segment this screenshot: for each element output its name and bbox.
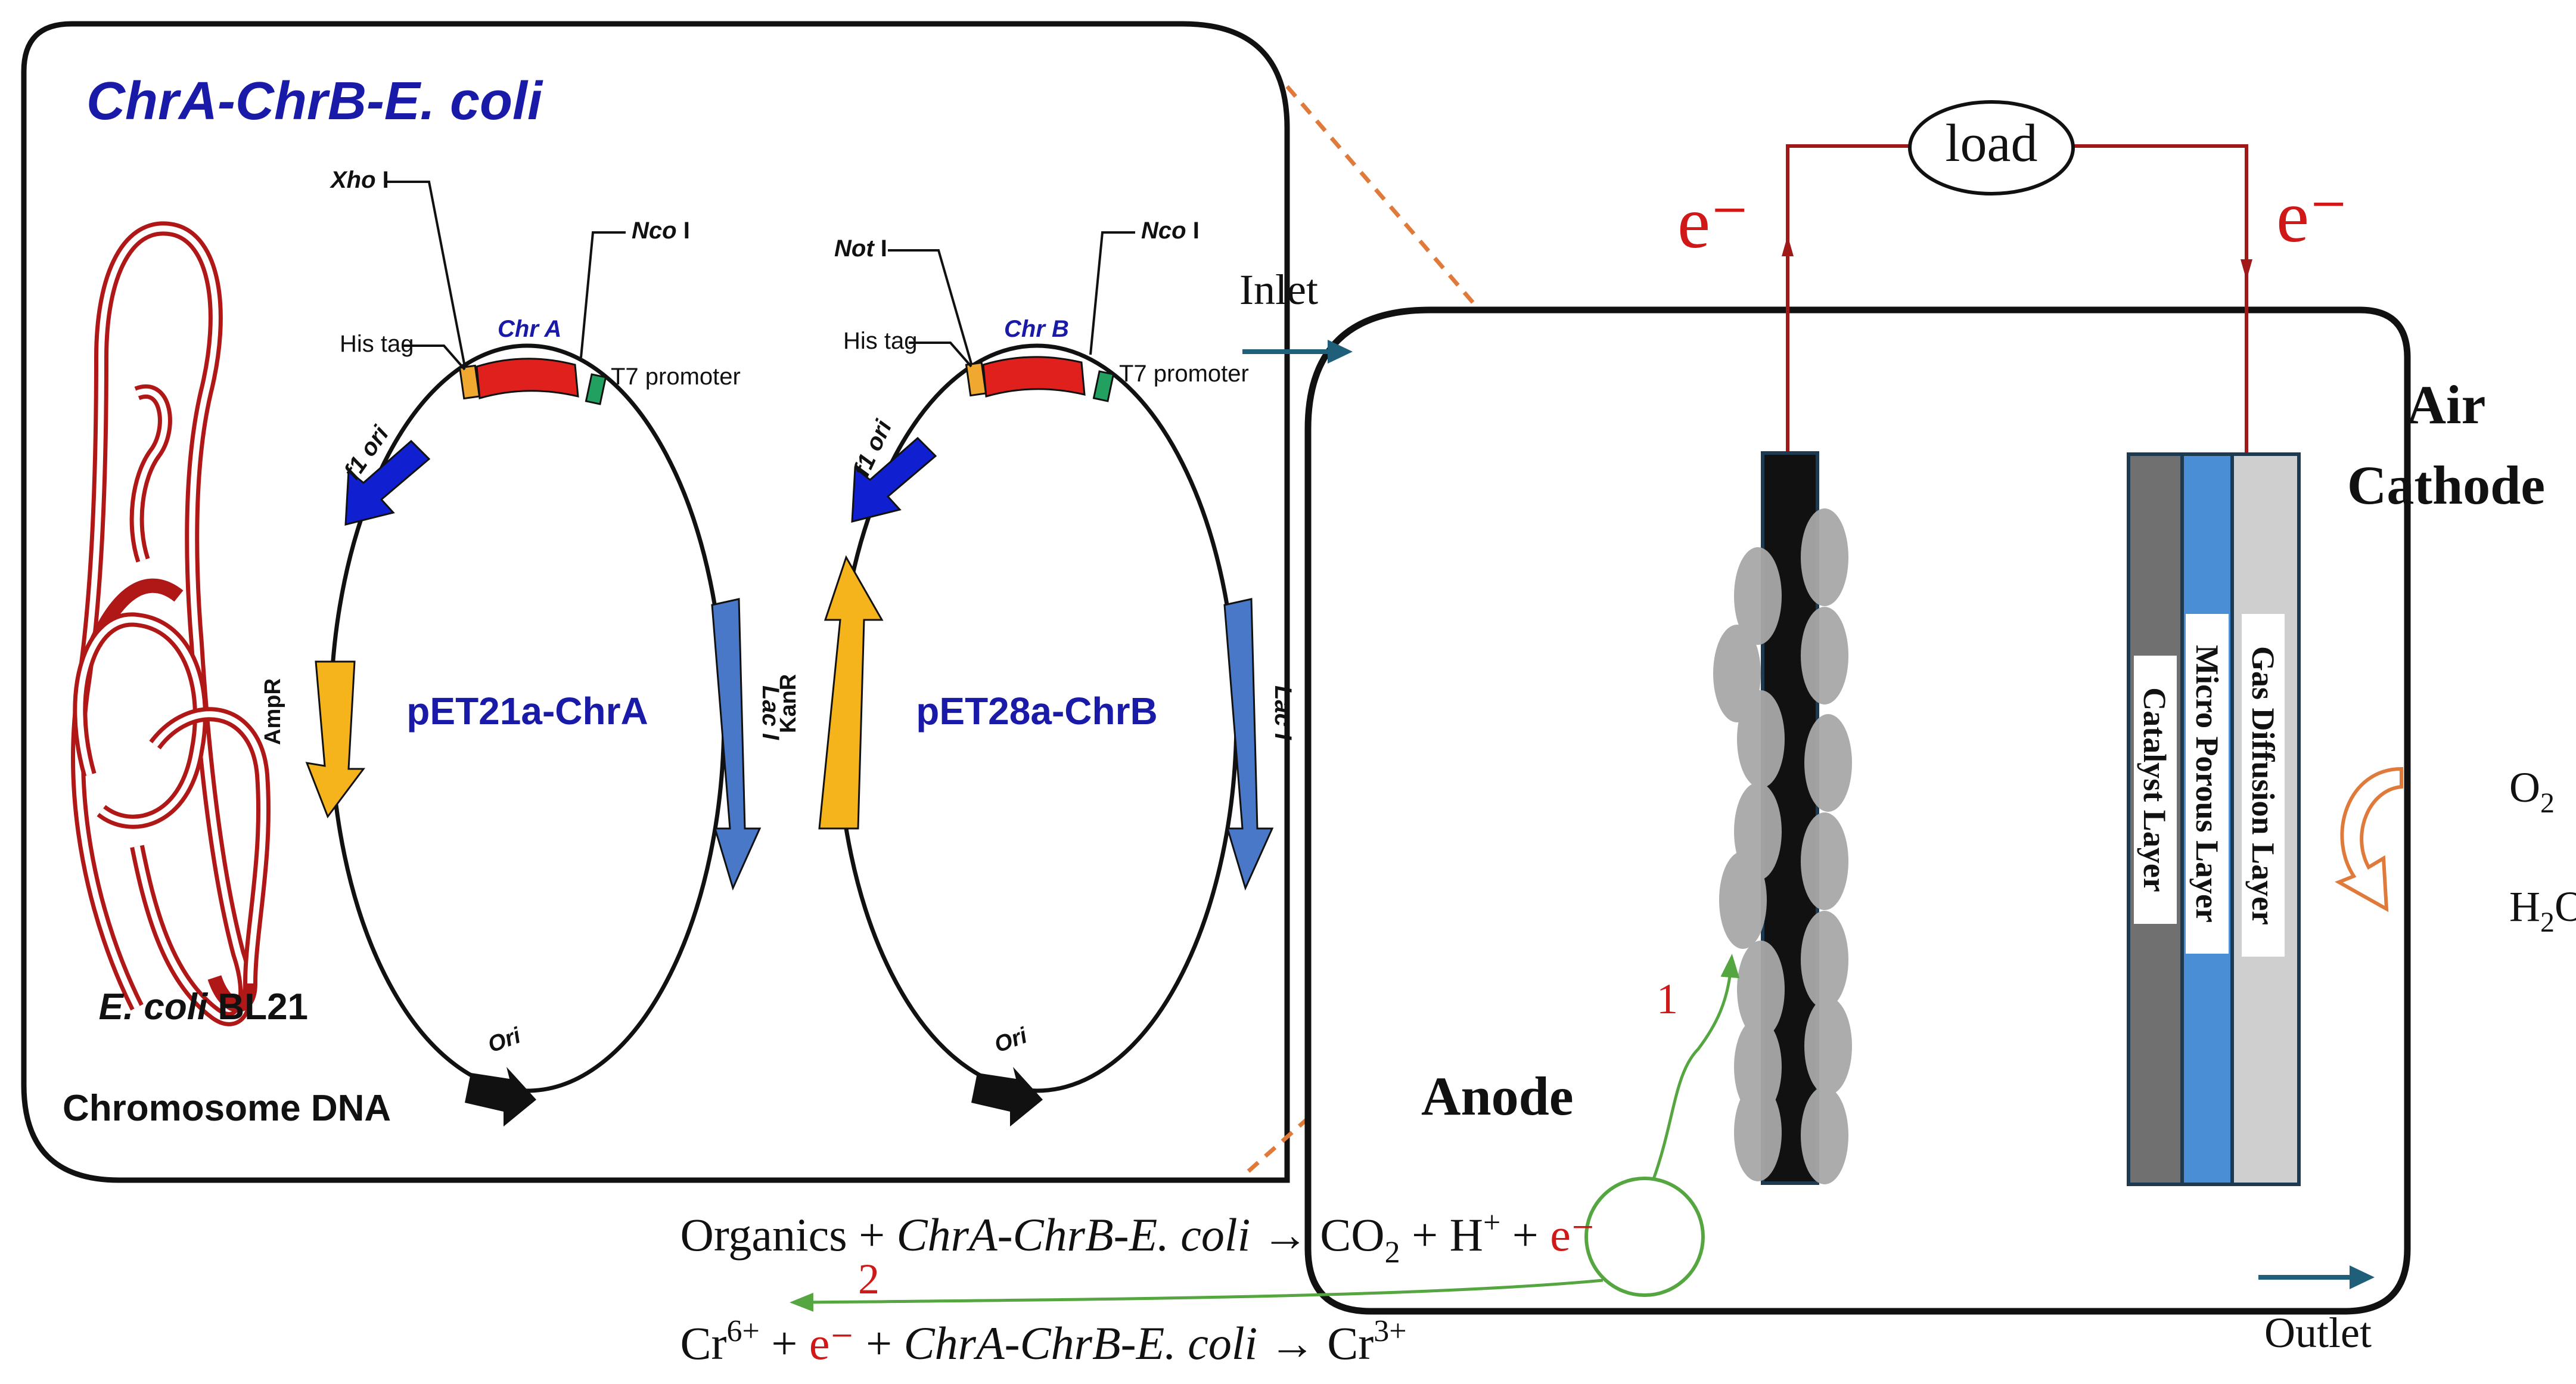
svg-text:Nco I: Nco I — [1141, 218, 1200, 244]
svg-text:Not I: Not I — [834, 235, 887, 262]
plasmid-a-laci-arrow — [711, 598, 762, 891]
svg-text:E. coli BL21: E. coli BL21 — [27, 986, 359, 1028]
plasmid-a-f1-ori-arrow — [344, 439, 431, 526]
plasmid-a-resistance-label: AmpR — [260, 678, 285, 745]
plasmid-a-ampr-arrow — [305, 660, 365, 819]
air-cathode-label-line2: Cathode — [2347, 455, 2545, 516]
plasmid-a-promoter-label: T7 promoter — [611, 364, 741, 390]
oxygen-reduction: O2 H2O — [2335, 764, 2576, 938]
plasmid-a-his-label: His tag — [340, 331, 414, 357]
load-label: load — [1946, 114, 2038, 173]
plasmid-b-ori-arrow — [971, 1067, 1043, 1127]
plasmid-b-site-right: Nco — [1141, 218, 1186, 244]
electron-right-label: e⁻ — [2276, 176, 2348, 257]
plasmid-b-his-pointer — [909, 342, 972, 368]
pathway-2-arrow — [790, 1279, 1604, 1312]
micro-porous-layer-label: Micro Porous Layer — [2189, 645, 2225, 923]
equation-1-electron: e⁻ — [1550, 1209, 1595, 1261]
pathway-1-arrow — [1652, 954, 1740, 1180]
plasmid-b-not-pointer — [888, 249, 972, 364]
plasmid-b-laci-arrow — [1223, 598, 1274, 891]
plasmid-b-lac-label: Lac I — [1270, 685, 1296, 740]
plasmid-a-t7-promoter — [585, 373, 607, 405]
air-cathode-label-line1: Air — [2407, 374, 2486, 435]
plasmid-b-gene-label: Chr B — [1004, 316, 1069, 342]
svg-text:O2: O2 — [2434, 764, 2576, 822]
plasmid-a-lac-label: Lac I — [757, 685, 784, 740]
catalyst-layer-label: Catalyst Layer — [2137, 687, 2173, 892]
catalyst-label-bg — [2134, 656, 2177, 924]
plasmid-a-site-left: Xho — [330, 167, 376, 193]
plasmid-b-his-label: His tag — [843, 328, 918, 354]
chromosome-dna-loops — [71, 221, 271, 1026]
gas-diffusion-layer-label: Gas Diffusion Layer — [2245, 646, 2281, 925]
plasmid-a-xho-pointer — [384, 181, 466, 367]
equation-2: Cr6+ + e⁻ + ChrA-ChrB-E. coli → Cr3+ — [599, 1299, 1465, 1369]
plasmid-b-t7-promoter — [1092, 370, 1115, 402]
outlet-arrow: Outlet — [2258, 1265, 2375, 1357]
plasmid-a-ori-arrow — [465, 1067, 536, 1127]
svg-text:Cr6+ + e⁻ + ChrA-ChrB-E. coli: Cr6+ + e⁻ + ChrA-ChrB-E. coli → Cr3+ — [599, 1299, 1465, 1369]
chromosome-label: Chromosome DNA — [63, 1088, 391, 1129]
biofilm-cells — [1713, 508, 1852, 1184]
plasmid-b-resistance-label: KanR — [776, 674, 801, 733]
pathway-2-label: 2 — [858, 1255, 880, 1303]
svg-text:H2O: H2O — [2434, 883, 2576, 938]
plasmid-a-gene-label: Chr A — [498, 316, 561, 342]
air-cathode: Catalyst Layer Micro Porous Layer Gas Di… — [2127, 374, 2545, 1186]
strain-prefix: E. coli — [99, 986, 209, 1028]
micro-porous-label-bg — [2186, 614, 2229, 954]
h2o-label: H — [2509, 883, 2540, 930]
plasmid-b-site-left: Not — [834, 235, 875, 262]
pathway-1-label: 1 — [1657, 975, 1678, 1023]
plasmid-a-his-pointer — [402, 345, 466, 371]
plasmid-a-name: pET21a-ChrA — [406, 690, 648, 733]
equation-1: Organics + ChrA-ChrB-E. coli → CO2 + H+ … — [599, 1206, 1654, 1270]
plasmid-b-nco-pointer — [1089, 231, 1135, 355]
svg-text:Organics + ChrA-ChrB-E. coli →: Organics + ChrA-ChrB-E. coli → CO2 + H+ … — [599, 1206, 1654, 1270]
genome-labels: E. coli BL21 Chromosome DNA — [27, 986, 391, 1129]
outlet-label: Outlet — [2264, 1309, 2372, 1357]
inlet-arrow: Inlet — [1239, 266, 1353, 364]
electron-pathways: 1 2 — [790, 954, 1740, 1312]
o2-label: O — [2509, 764, 2540, 811]
plasmid-a-site-right: Nco — [632, 218, 677, 244]
plasmid-b-name: pET28a-ChrB — [916, 690, 1157, 733]
panel-title: ChrA-ChrB-E. coli — [86, 72, 543, 131]
external-circuit — [1782, 144, 2252, 459]
electron-highlight-circle — [1584, 1177, 1705, 1297]
plasmid-a-chr-gene — [476, 358, 579, 399]
plasmid-b-chr-gene — [982, 356, 1086, 398]
strain-suffix: BL21 — [207, 986, 308, 1028]
load-ellipse — [1908, 100, 2075, 196]
electron-left-label: e⁻ — [1677, 182, 1750, 263]
equation-2-electron: e⁻ — [809, 1317, 854, 1369]
plasmid-b: Not I Nco I His tag Chr B T7 promoter f1… — [776, 218, 1296, 1127]
svg-text:Xho I: Xho I — [330, 167, 389, 193]
svg-text:Nco I: Nco I — [632, 218, 690, 244]
gas-diffusion-label-bg — [2242, 614, 2285, 957]
plasmid-b-f1-ori-arrow — [851, 436, 937, 523]
anode-label: Anode — [1421, 1066, 1574, 1127]
plasmid-b-kanr-arrow — [818, 555, 884, 830]
plasmid-a-nco-pointer — [580, 231, 626, 358]
oxygen-reduction-arrow — [2335, 767, 2403, 913]
load: load — [1908, 100, 2075, 196]
inlet-label: Inlet — [1239, 266, 1318, 314]
plasmid-b-promoter-label: T7 promoter — [1119, 361, 1249, 387]
construct-panel: ChrA-ChrB-E. coli — [21, 21, 1290, 1183]
